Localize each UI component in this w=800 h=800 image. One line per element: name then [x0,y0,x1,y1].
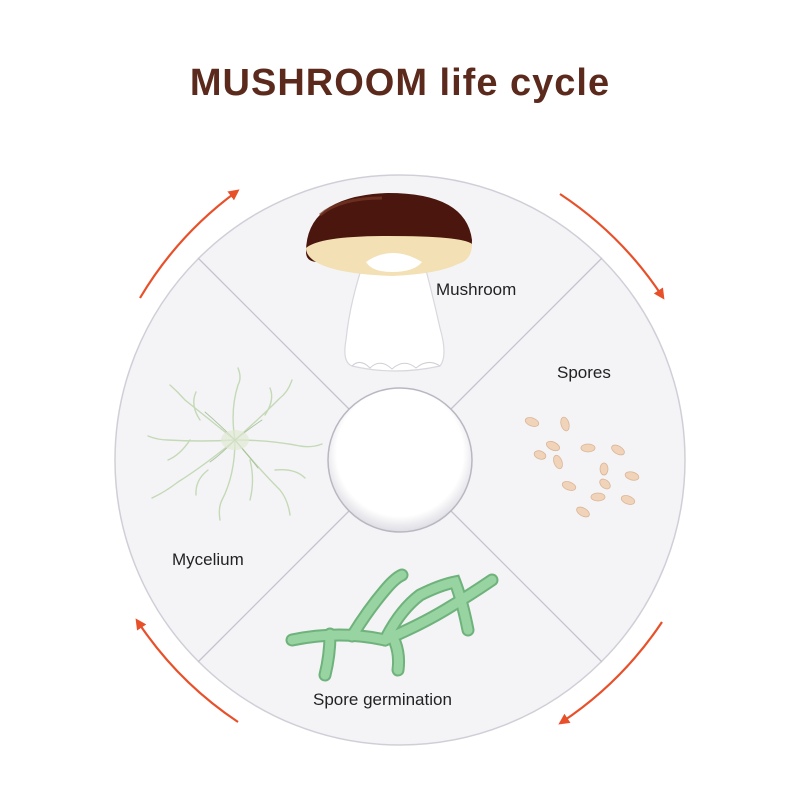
diagram-title: MUSHROOM life cycle [189,62,611,104]
label-mushroom: Mushroom [436,280,516,299]
mushroom-icon [306,193,472,372]
quadrant-dividers [197,257,603,663]
spores-icon [524,416,640,518]
clockwise-arrow-icon [135,189,665,725]
hypha-icon [285,568,499,682]
label-spores: Spores [557,363,611,382]
label-mycelium: Mycelium [172,550,244,569]
mycelium-icon [147,367,323,521]
center-hole [327,387,473,533]
label-spore-germination: Spore germination [313,690,452,709]
